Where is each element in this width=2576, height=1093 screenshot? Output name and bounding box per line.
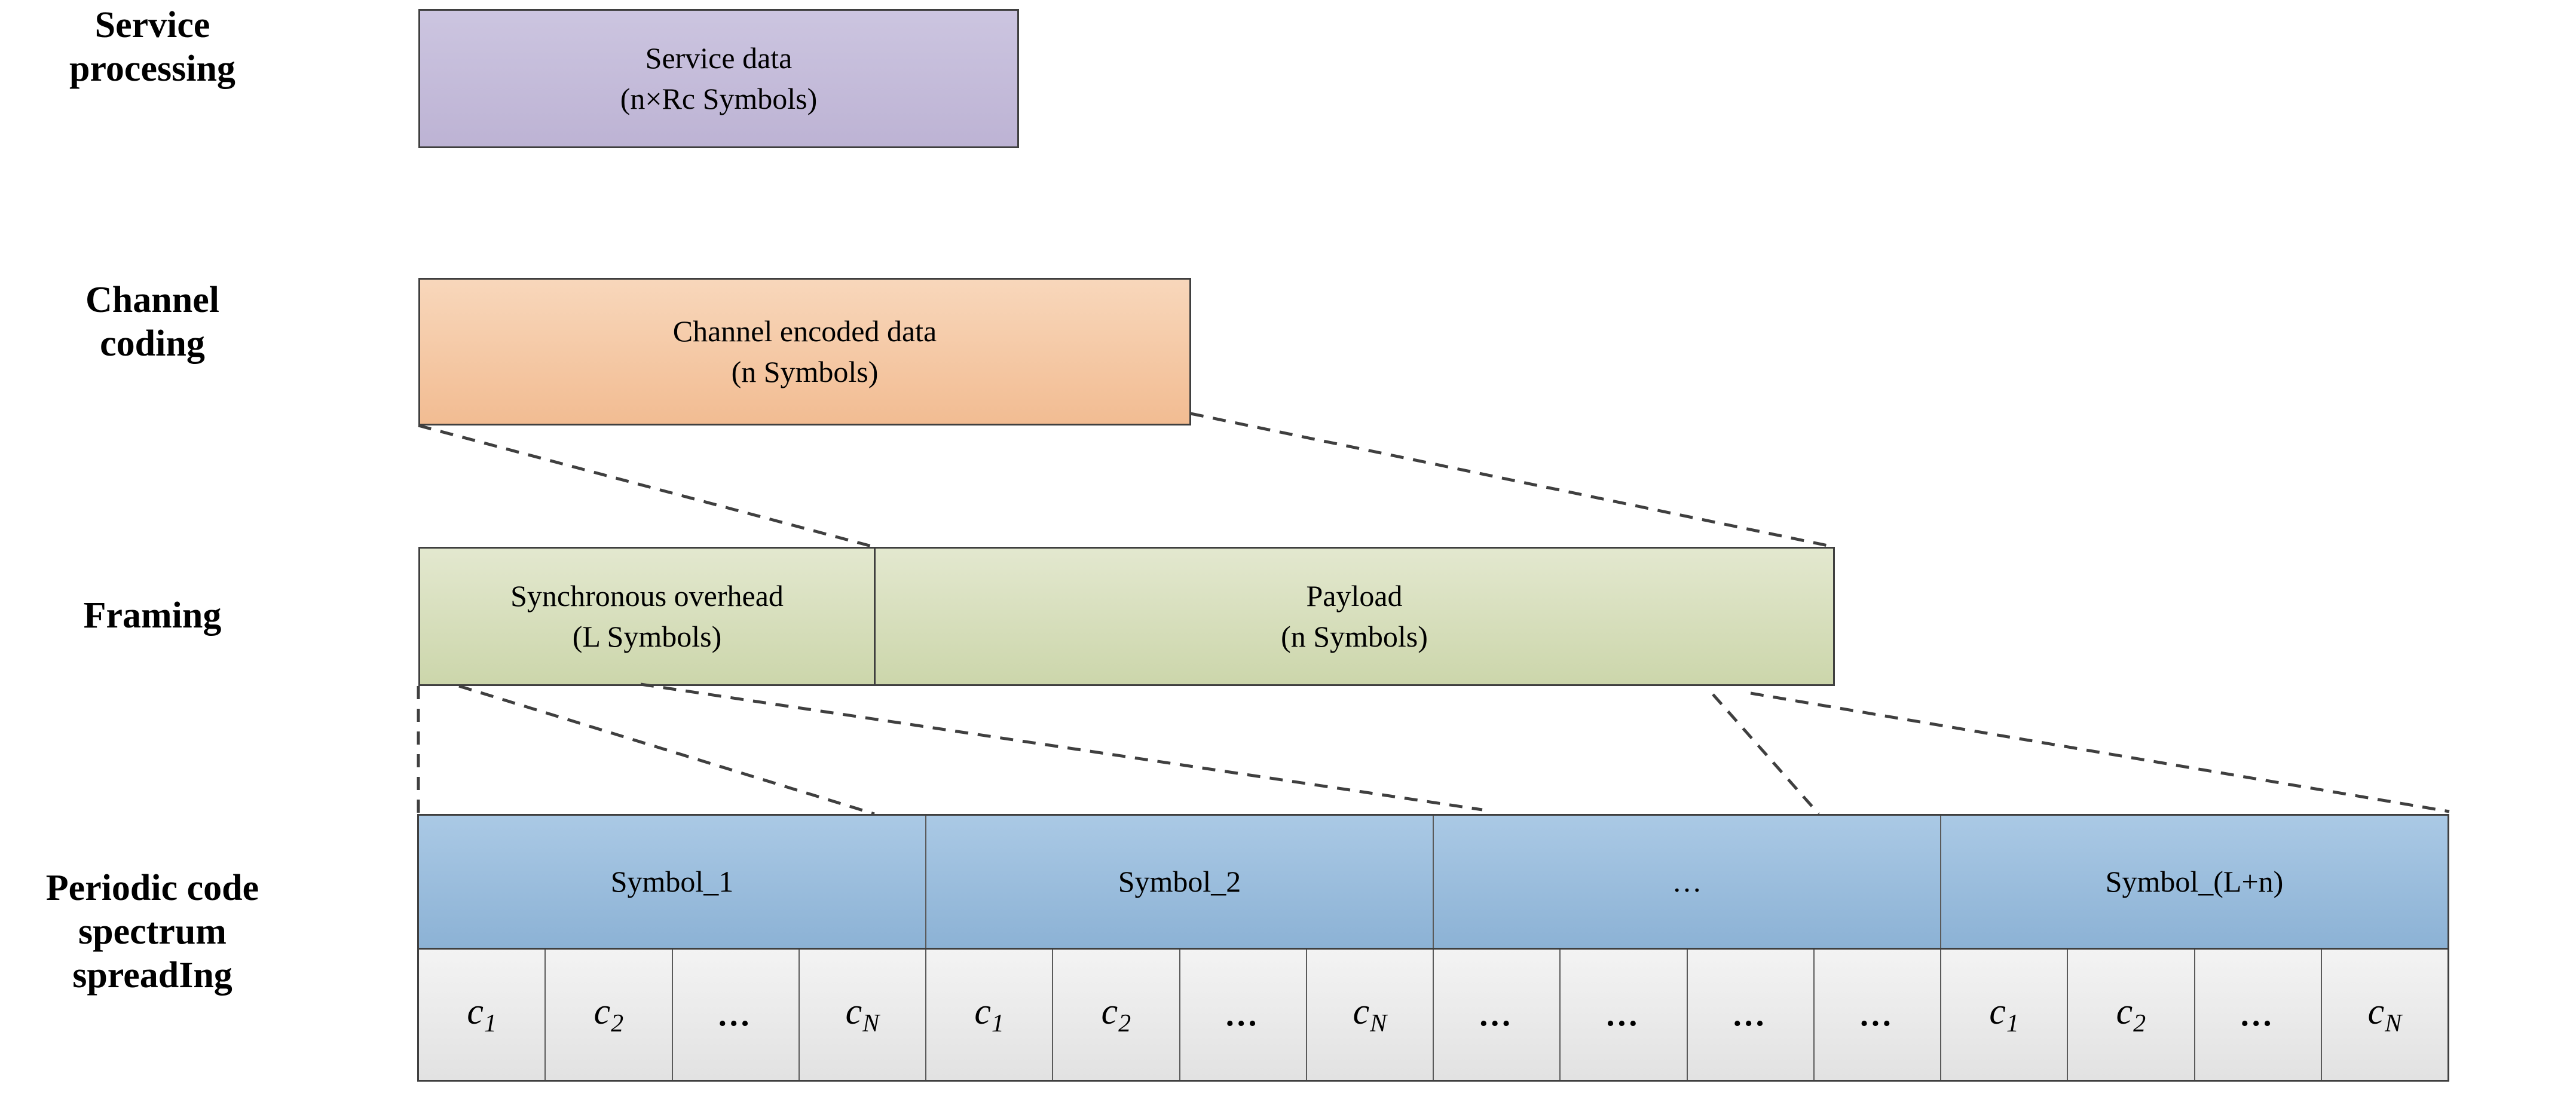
- chip-subscript: 2: [2133, 1009, 2146, 1037]
- connector-coding-to-framing-left: [418, 424, 874, 549]
- chip-cell-c2: c2: [1053, 949, 1180, 1080]
- chip-base: c2: [593, 991, 624, 1037]
- chip-base: c2: [1101, 991, 1131, 1037]
- connector-framing-to-symbol-c: [1712, 693, 1820, 815]
- stage-label-line1: Service: [94, 5, 210, 45]
- service-data-line2: (n×Rc Symbols): [620, 81, 818, 115]
- symbol-cell-last: Symbol_(L+n): [1941, 816, 2447, 948]
- block-synchronous-overhead: Synchronous overhead (L Symbols): [418, 547, 876, 686]
- chip-cell-c1: c1: [1941, 949, 2069, 1080]
- chip-cell-ellipsis: …: [673, 949, 800, 1080]
- chip-cell-ellipsis: …: [2195, 949, 2322, 1080]
- chip-base: cN: [845, 991, 880, 1037]
- chip-base: cN: [1353, 991, 1387, 1037]
- stage-label-line1: Periodic code: [45, 868, 259, 908]
- connector-coding-to-framing-right: [1190, 412, 1834, 549]
- stage-label-spreading: Periodic code spectrum spreadIng: [12, 867, 293, 997]
- channel-encoded-line2: (n Symbols): [731, 354, 879, 388]
- chip-cell-c1: c1: [419, 949, 546, 1080]
- chip-base: c2: [2116, 991, 2146, 1037]
- chip-base: c1: [467, 991, 497, 1037]
- stage-label-channel-coding: Channel coding: [12, 278, 293, 366]
- symbol-cell-1: Symbol_1: [419, 816, 926, 948]
- chip-cell-c1: c1: [926, 949, 1054, 1080]
- chip-subscript: N: [1370, 1009, 1387, 1037]
- chip-cell-ellipsis: …: [1434, 949, 1561, 1080]
- chip-subscript: 2: [1118, 1009, 1131, 1037]
- stage-label-line2: spectrum: [78, 911, 227, 953]
- chip-cell-c2: c2: [546, 949, 673, 1080]
- chip-subscript: 1: [484, 1009, 497, 1037]
- sync-overhead-line2: (L Symbols): [572, 619, 722, 653]
- symbol-row: Symbol_1 Symbol_2 … Symbol_(L+n): [419, 816, 2447, 950]
- chip-subscript: 2: [611, 1009, 624, 1037]
- ellipsis-glyph: …: [1605, 996, 1642, 1033]
- block-service-data: Service data (n×Rc Symbols): [418, 9, 1019, 148]
- chip-cell-c2: c2: [2068, 949, 2195, 1080]
- chip-base: c1: [1989, 991, 2019, 1037]
- stage-label-line1: Framing: [83, 595, 222, 636]
- stage-label-line3: spreadIng: [72, 955, 232, 996]
- stage-label-framing: Framing: [12, 594, 293, 638]
- chip-cell-cN: cN: [1307, 949, 1434, 1080]
- symbol-cell-2: Symbol_2: [926, 816, 1434, 948]
- stage-label-line2: coding: [100, 323, 205, 365]
- stage-label-line1: Channel: [85, 280, 219, 320]
- symbol-cell-ellipsis: …: [1434, 816, 1941, 948]
- chip-subscript: 1: [991, 1009, 1004, 1037]
- chip-cell-ellipsis: …: [1815, 949, 1941, 1080]
- sync-overhead-line1: Synchronous overhead: [510, 579, 784, 613]
- chip-cell-ellipsis: …: [1561, 949, 1688, 1080]
- chip-subscript: N: [862, 1009, 880, 1037]
- ellipsis-glyph: …: [2239, 996, 2277, 1033]
- chip-base: cN: [2367, 991, 2402, 1037]
- ellipsis-glyph: …: [1858, 996, 1896, 1033]
- payload-line1: Payload: [1306, 579, 1403, 613]
- block-payload: Payload (n Symbols): [874, 547, 1835, 686]
- chip-base: c1: [974, 991, 1004, 1037]
- channel-encoded-line1: Channel encoded data: [672, 314, 937, 348]
- symbol-cell-label: Symbol_1: [610, 865, 734, 899]
- ellipsis-glyph: …: [717, 996, 754, 1033]
- connector-framing-to-symbol-d: [1750, 691, 2450, 813]
- chip-cell-cN: cN: [2322, 950, 2447, 1080]
- symbol-cell-label: …: [1672, 865, 1702, 899]
- chip-cell-ellipsis: …: [1180, 949, 1307, 1080]
- chip-cell-ellipsis: …: [1688, 949, 1815, 1080]
- ellipsis-glyph: …: [1224, 996, 1262, 1033]
- symbol-cell-label: Symbol_(L+n): [2105, 865, 2284, 899]
- chip-subscript: 1: [2006, 1009, 2019, 1037]
- block-channel-encoded-data: Channel encoded data (n Symbols): [418, 278, 1191, 425]
- stage-label-line2: processing: [69, 48, 235, 90]
- chip-row: c1 c2 … cN c1 c2 … cN … … … … c1 c2 … cN: [419, 949, 2447, 1080]
- stage-label-service-processing: Service processing: [12, 4, 293, 91]
- service-data-line1: Service data: [645, 41, 793, 75]
- chip-subscript: N: [2385, 1009, 2402, 1037]
- chip-cell-cN: cN: [800, 949, 926, 1080]
- payload-line2: (n Symbols): [1281, 619, 1428, 653]
- connector-framing-to-symbol-a: [458, 684, 875, 816]
- symbol-cell-label: Symbol_2: [1118, 865, 1241, 899]
- symbol-chip-table: Symbol_1 Symbol_2 … Symbol_(L+n) c1 c2 … cN…: [417, 814, 2449, 1082]
- connector-framing-to-symbol-b: [640, 682, 1483, 812]
- ellipsis-glyph: …: [1731, 996, 1769, 1033]
- ellipsis-glyph: …: [1478, 996, 1516, 1033]
